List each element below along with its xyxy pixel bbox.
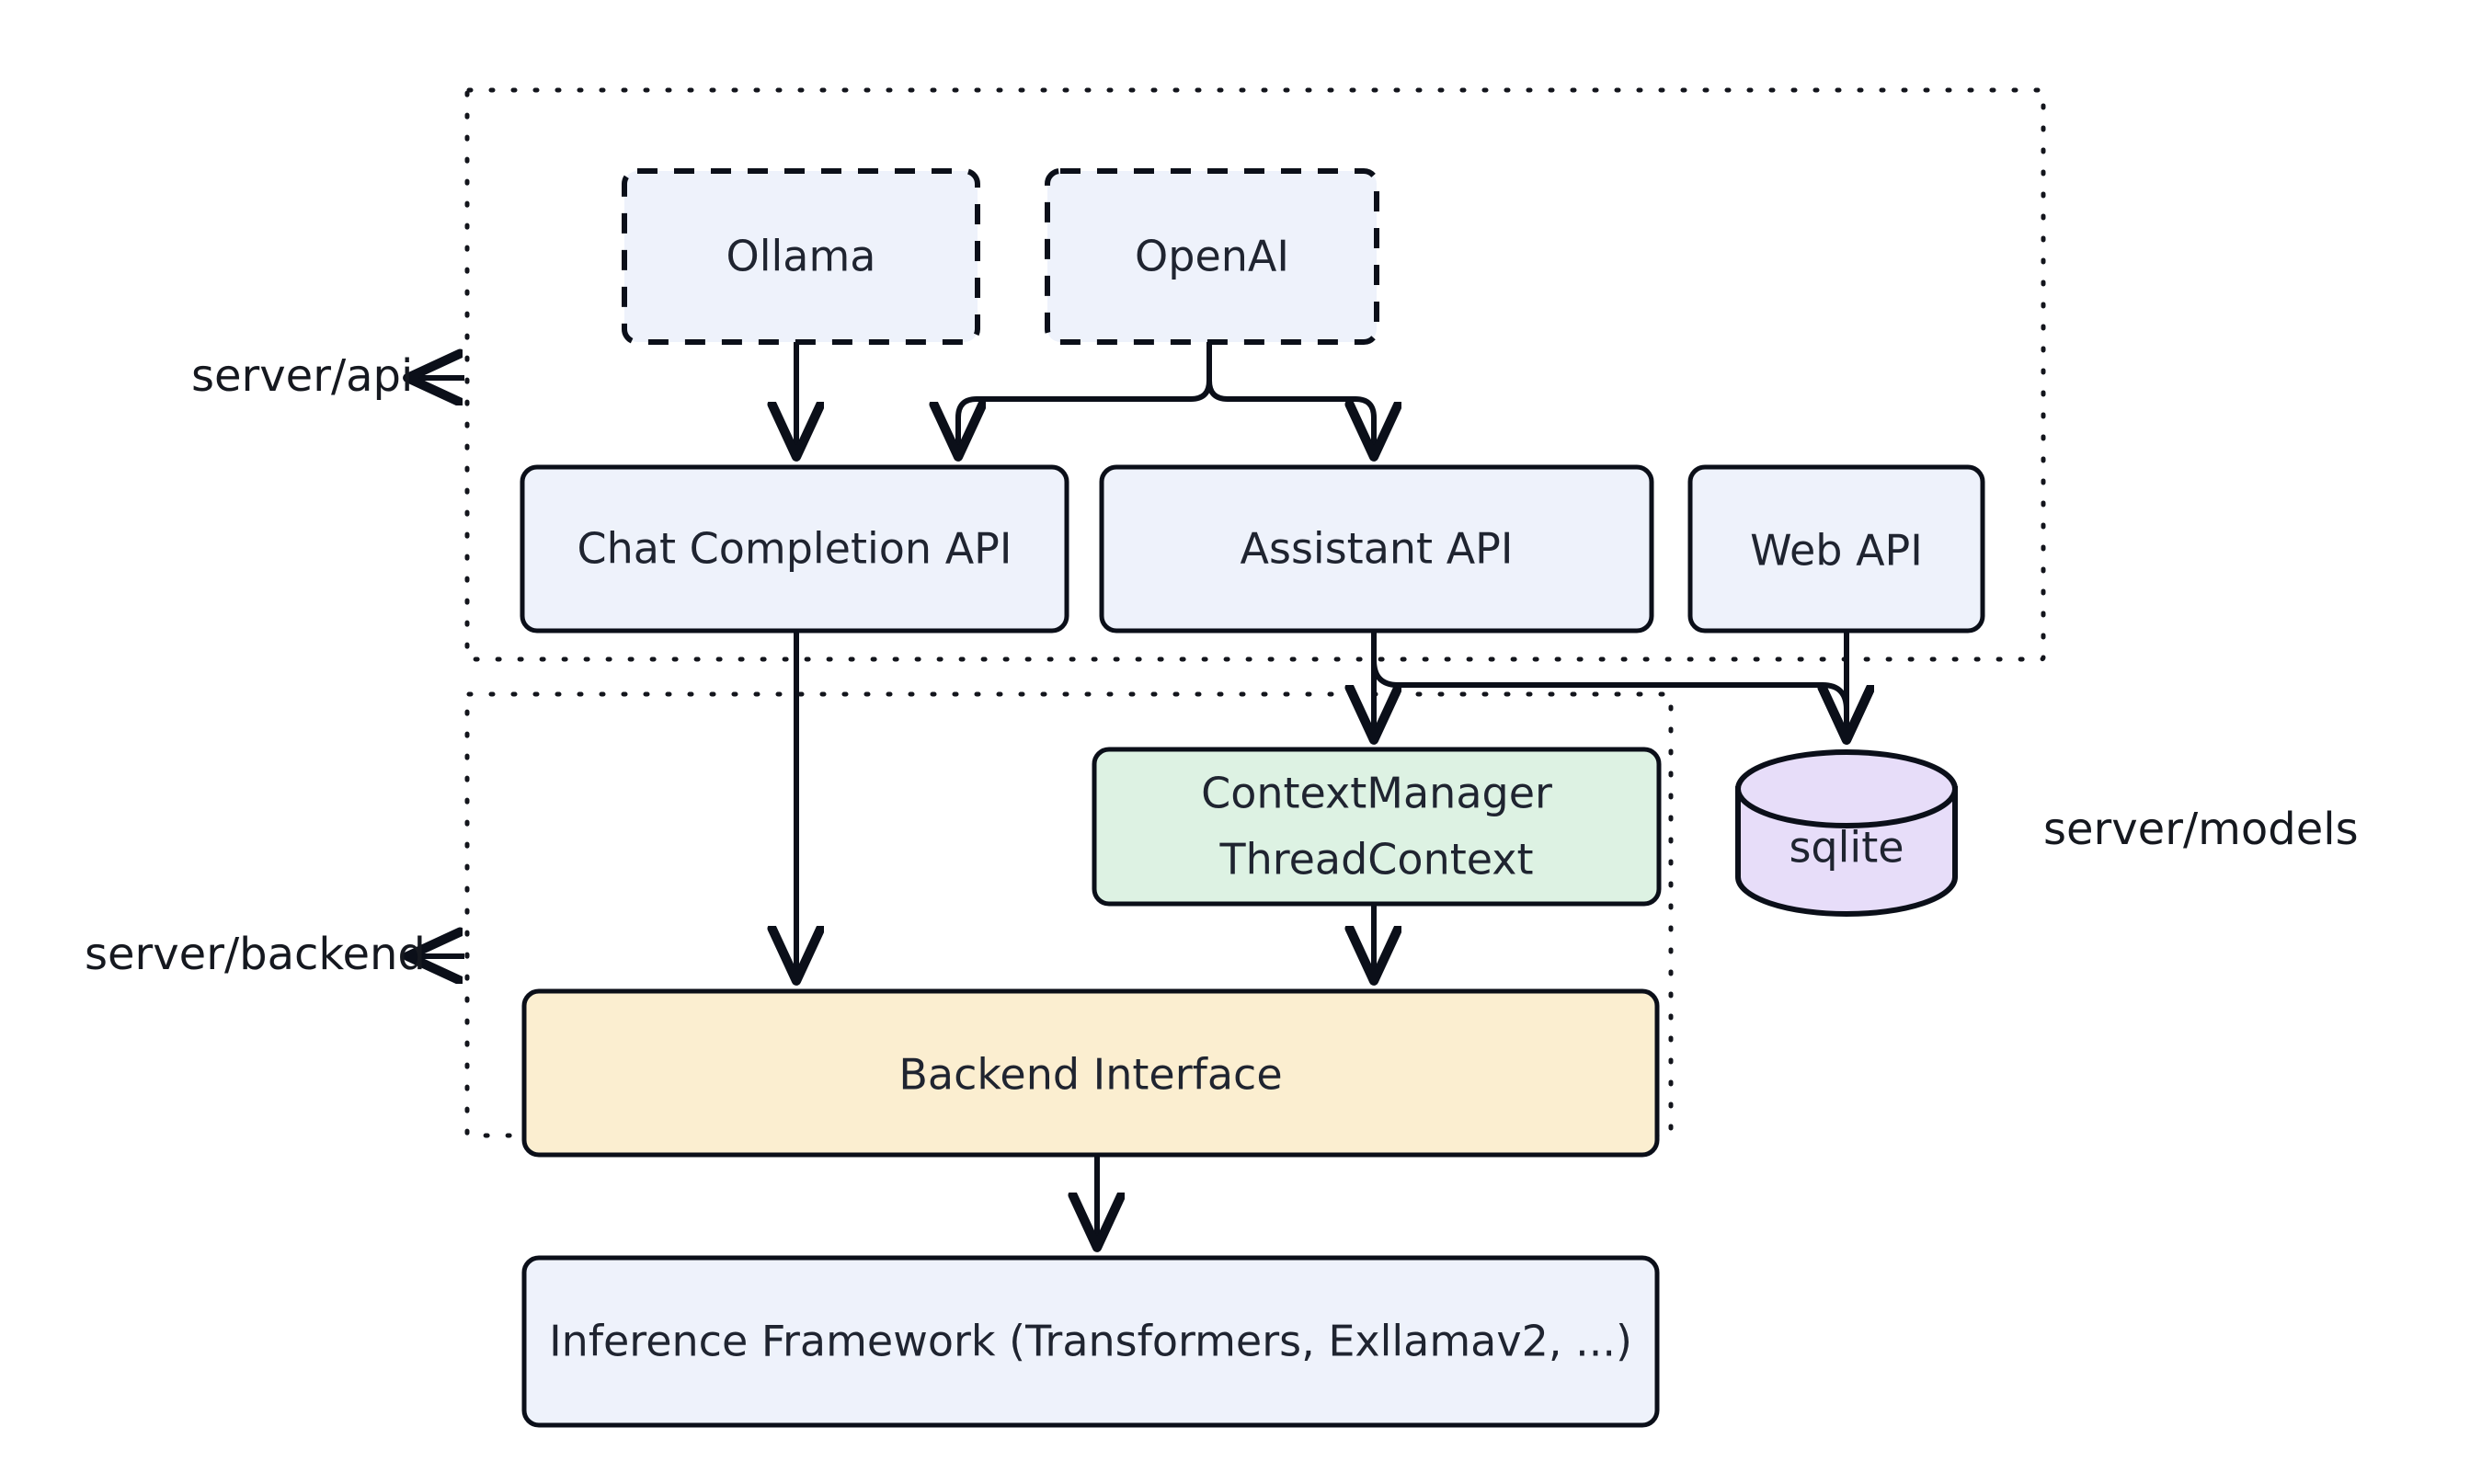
node-chat-completion-api-label: Chat Completion API	[577, 524, 1012, 574]
node-assistant-api-label: Assistant API	[1241, 524, 1514, 574]
node-chat-completion-api[interactable]: Chat Completion API	[520, 464, 1069, 634]
node-ollama-label: Ollama	[726, 232, 876, 281]
node-inference-framework-label: Inference Framework (Transformers, Exlla…	[549, 1317, 1632, 1366]
edge-openai-to-assistant	[1206, 342, 1374, 452]
node-backend-interface-label: Backend Interface	[898, 1050, 1282, 1100]
node-web-api-label: Web API	[1750, 526, 1923, 576]
group-server-api	[464, 87, 2046, 662]
node-sqlite[interactable]: sqlite	[1735, 749, 1958, 917]
group-server-backend	[464, 691, 1674, 1138]
node-sqlite-label: sqlite	[1789, 823, 1904, 873]
node-context-manager-label-line2: ThreadContext	[1218, 835, 1533, 885]
group-label-server-backend: server/backend	[85, 929, 426, 980]
group-label-server-api: server/api	[191, 350, 413, 402]
node-inference-framework[interactable]: Inference Framework (Transformers, Exlla…	[521, 1255, 1660, 1428]
edge-assistant-to-sqlite	[1371, 659, 1847, 736]
node-backend-interface[interactable]: Backend Interface	[521, 988, 1660, 1158]
node-web-api[interactable]: Web API	[1687, 464, 1985, 634]
node-context-manager-label-line1: ContextManager	[1201, 769, 1552, 818]
node-context-manager[interactable]: ContextManager ThreadContext	[1092, 747, 1662, 907]
group-label-server-models: server/models	[2043, 804, 2359, 855]
edge-openai-to-chat-completion	[958, 342, 1212, 452]
node-openai-label: OpenAI	[1135, 232, 1289, 281]
node-ollama[interactable]: Ollama	[622, 168, 980, 345]
node-assistant-api[interactable]: Assistant API	[1099, 464, 1654, 634]
node-openai[interactable]: OpenAI	[1045, 168, 1379, 345]
